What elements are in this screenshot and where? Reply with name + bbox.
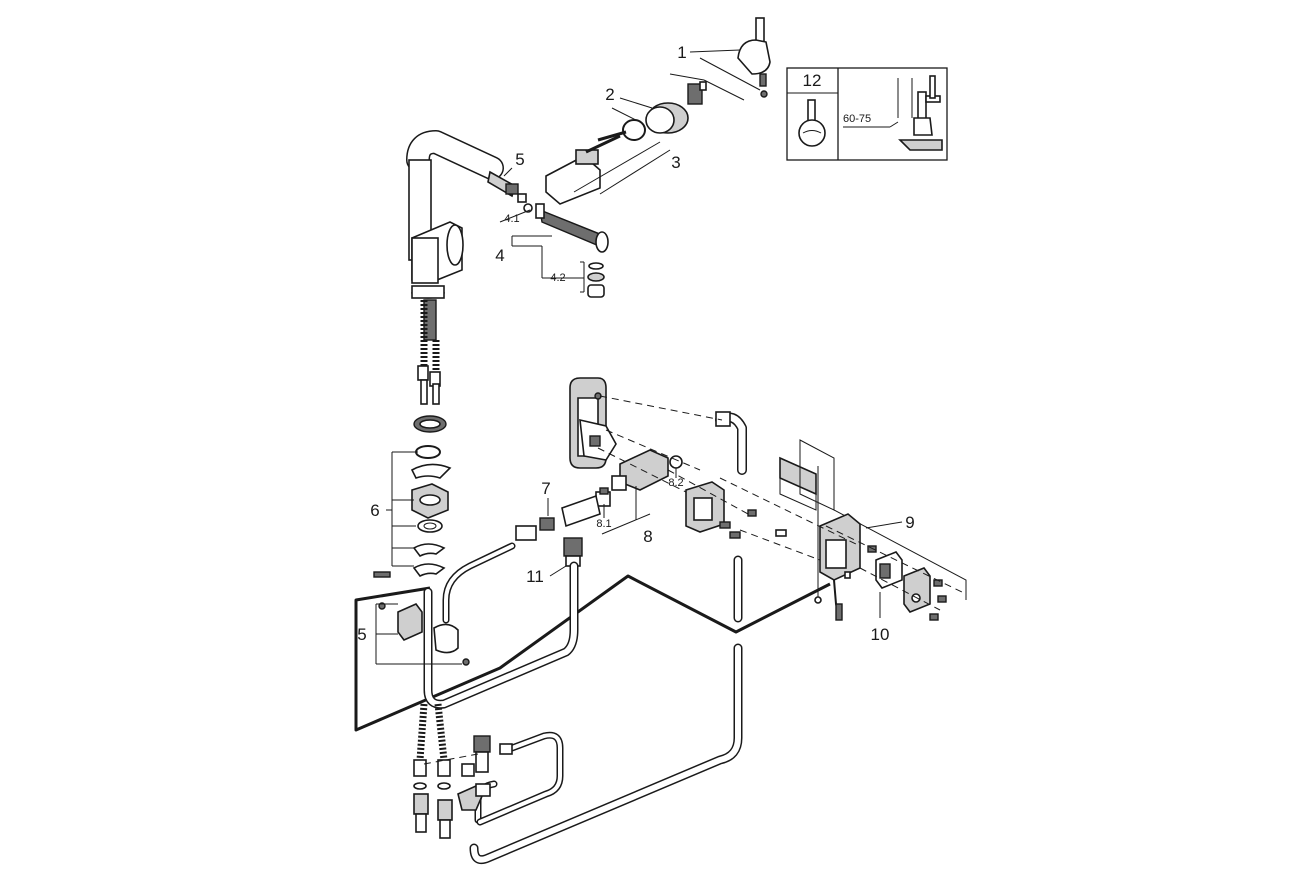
lever-assembly xyxy=(545,17,771,205)
label-4: 4 xyxy=(495,246,504,265)
inset-faucet-icon xyxy=(897,75,943,151)
aerator-parts xyxy=(580,261,605,298)
inset-panel: 12 60-75 xyxy=(786,67,948,161)
faucet-body xyxy=(406,130,504,405)
label-2: 2 xyxy=(605,85,614,104)
label-7: 7 xyxy=(541,479,550,498)
wall-bracket xyxy=(515,377,747,567)
label-3: 3 xyxy=(671,153,680,172)
label-4-1: 4.1 xyxy=(504,213,519,225)
wall-plate xyxy=(779,439,967,604)
spray-head xyxy=(487,170,609,253)
inset-dimension-label: 60-75 xyxy=(843,113,871,125)
mounting-kit xyxy=(373,415,470,666)
label-5-bottom: 5 xyxy=(357,625,366,644)
label-11: 11 xyxy=(526,567,544,586)
control-box xyxy=(819,513,947,621)
control-mount xyxy=(685,481,787,539)
inset-lever-icon xyxy=(798,99,826,147)
label-8-2: 8.2 xyxy=(668,477,683,489)
label-8-1: 8.1 xyxy=(596,518,611,530)
callout-labels: 1 2 3 4 4.1 4.2 5 6 7 8 8.1 8.2 9 10 11 … xyxy=(357,43,914,644)
leader-lines xyxy=(375,49,903,665)
supply-fittings xyxy=(413,703,513,839)
label-9: 9 xyxy=(905,513,914,532)
label-5-top: 5 xyxy=(515,150,524,169)
label-10: 10 xyxy=(871,625,890,644)
label-8: 8 xyxy=(643,527,652,546)
label-6: 6 xyxy=(370,501,379,520)
label-4-2: 4.2 xyxy=(550,272,565,284)
label-1: 1 xyxy=(677,43,686,62)
alignment-lines xyxy=(423,395,967,765)
label-12: 12 xyxy=(803,71,822,90)
